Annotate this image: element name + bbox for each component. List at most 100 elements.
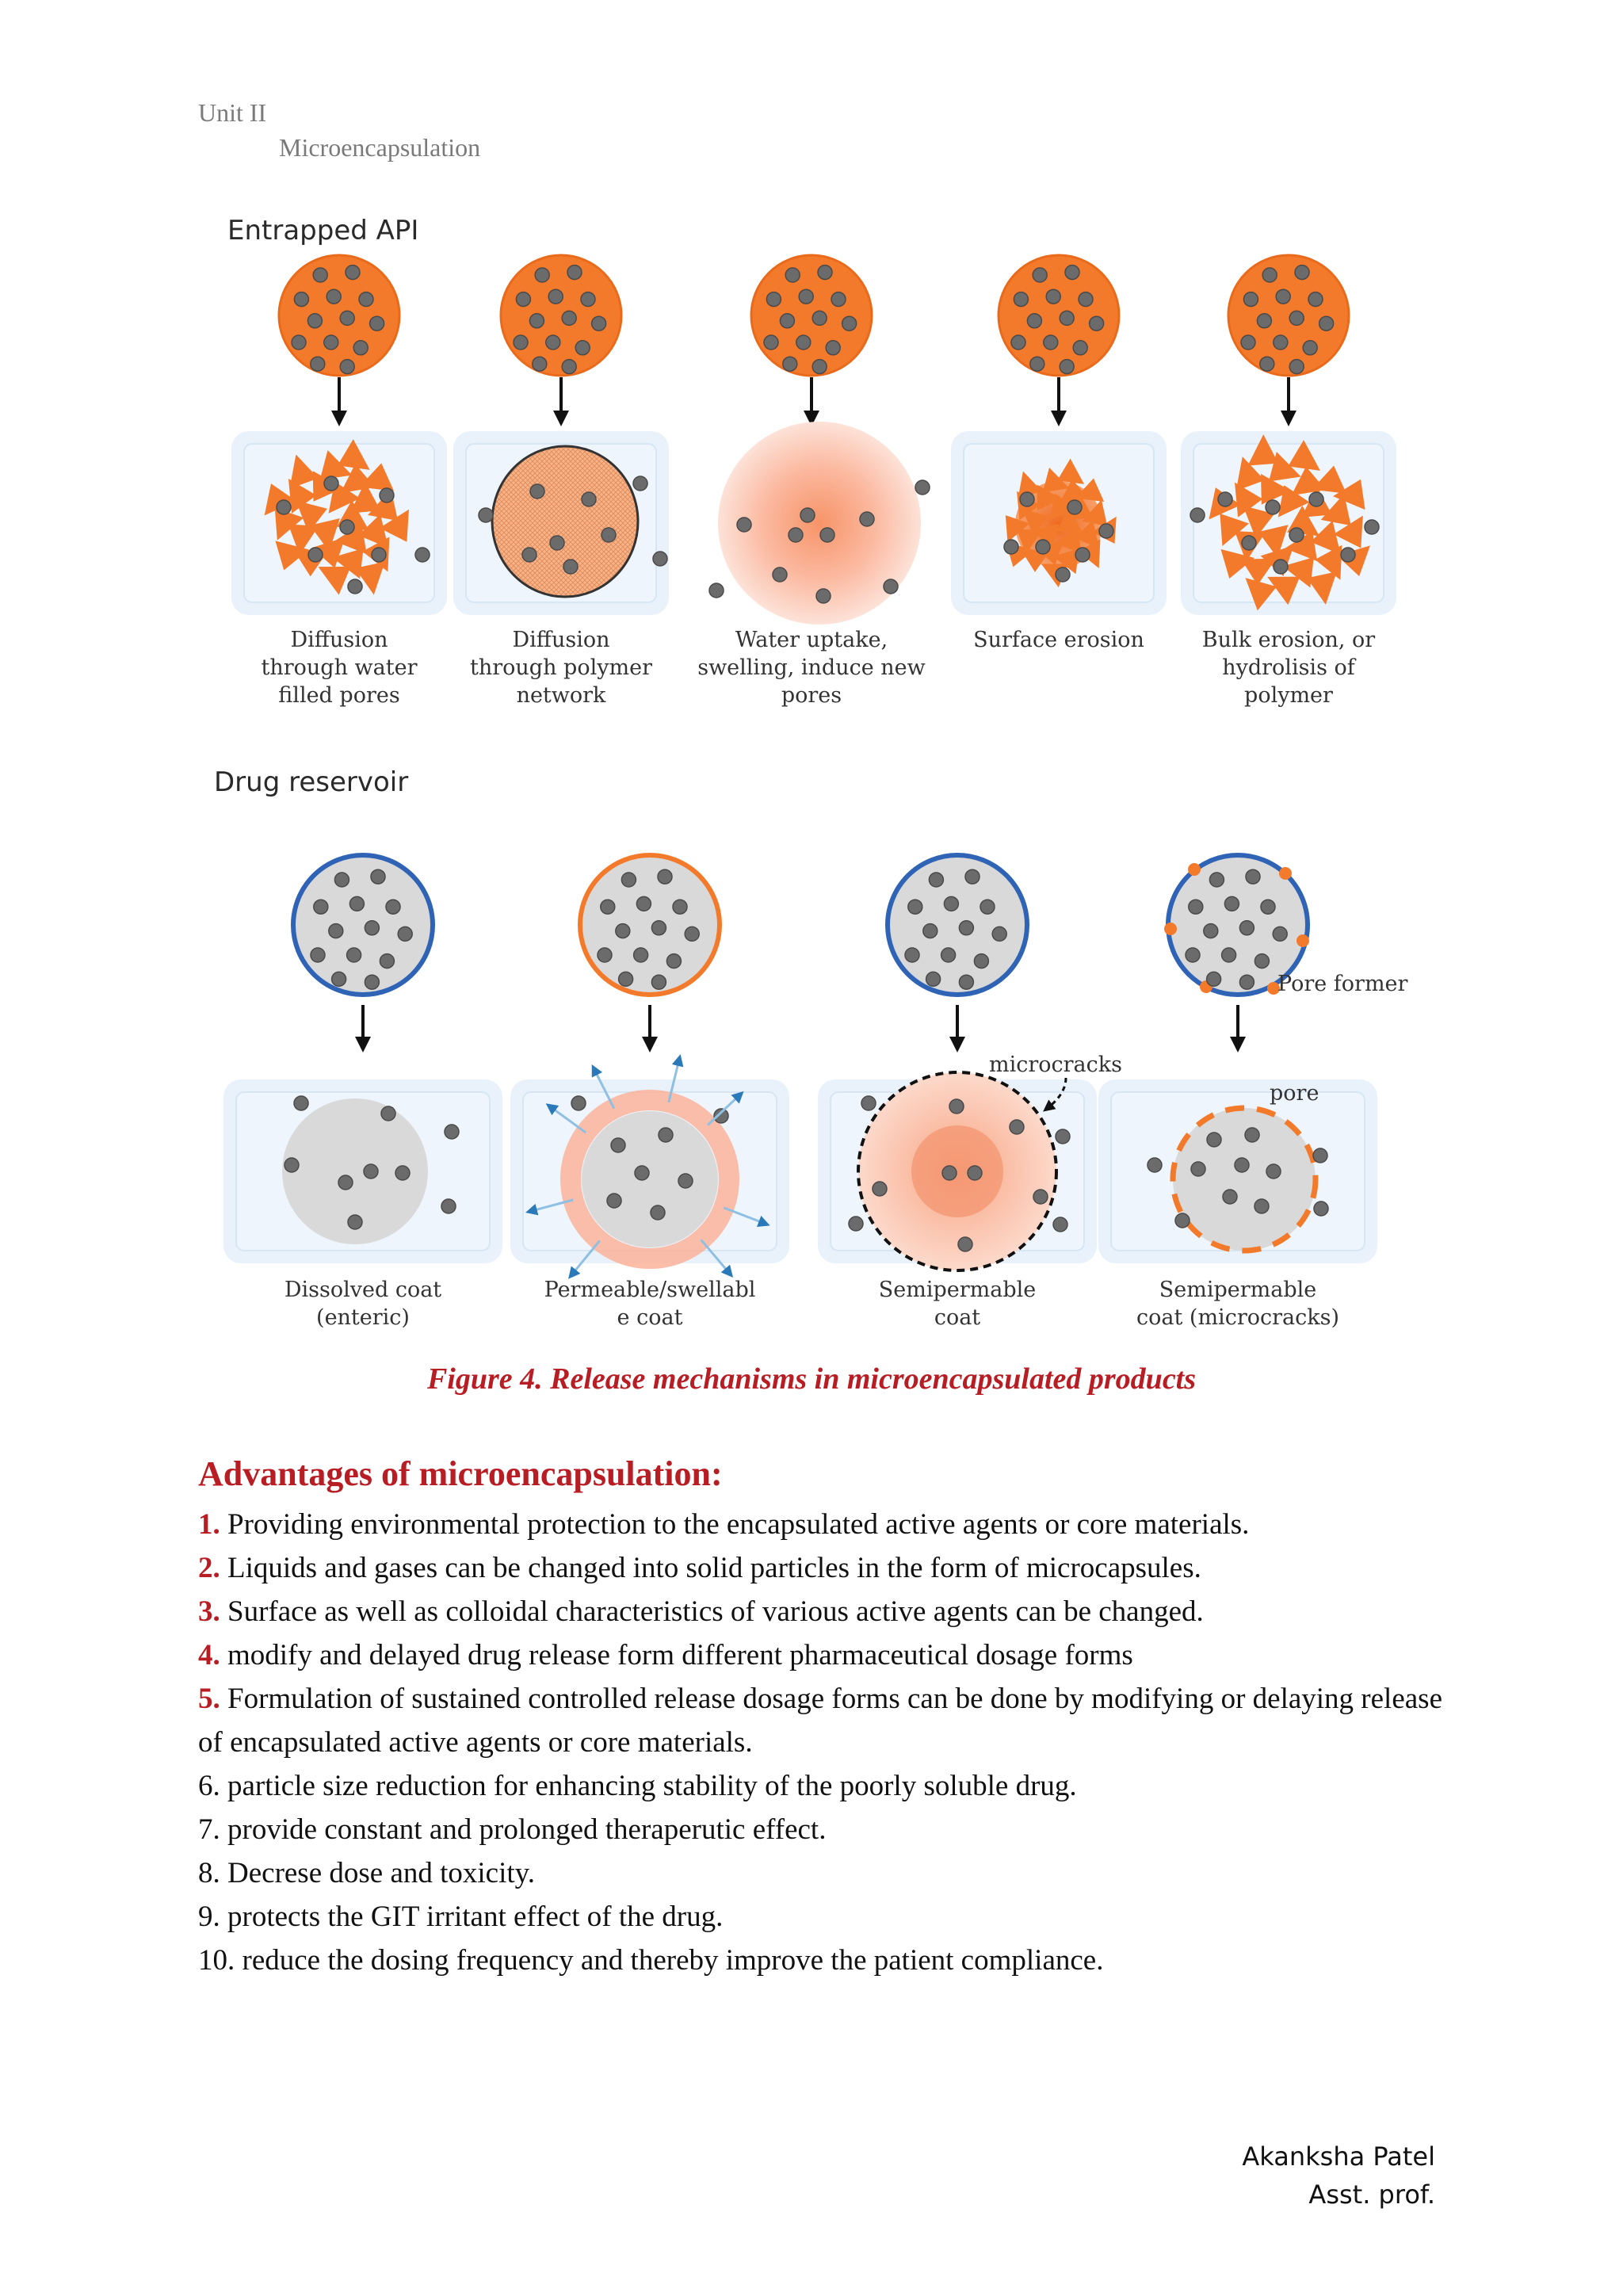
drug-particle xyxy=(841,315,857,331)
released-drug-particle xyxy=(1289,527,1304,543)
swelling-coat xyxy=(560,1090,739,1269)
drug-particle xyxy=(666,953,682,969)
drug-particle xyxy=(334,872,350,888)
drug-particle xyxy=(973,953,990,969)
released-drug-particle xyxy=(414,547,430,563)
released-drug-particle xyxy=(848,1216,864,1232)
polymer-fragment xyxy=(1057,458,1085,484)
released-drug-particle xyxy=(1217,491,1233,507)
drug-particle xyxy=(1205,971,1222,988)
advantage-item: 1. Providing environmental protection to… xyxy=(198,1503,1450,1546)
released-drug-particle xyxy=(581,491,597,507)
mechanism-label-line: Surface erosion xyxy=(973,628,1144,652)
polymer-fragment xyxy=(359,463,395,491)
drug-particle xyxy=(958,920,975,936)
released-drug-particle xyxy=(957,1236,973,1252)
release-mechanisms-figure: Entrapped API Drug reservoir Diffusionth… xyxy=(214,215,1408,1330)
drug-particle xyxy=(1188,899,1204,915)
released-drug-particle xyxy=(1035,539,1051,555)
advantage-text: 7. provide constant and prolonged therap… xyxy=(198,1813,827,1846)
released-drug-particle xyxy=(293,1095,309,1111)
diffusion-arrow xyxy=(545,1103,587,1134)
drug-particle xyxy=(364,974,380,990)
pore-former-spot xyxy=(1188,863,1201,876)
released-drug-particle xyxy=(652,551,668,567)
drug-particle xyxy=(310,947,326,963)
pore-former-spot xyxy=(1267,982,1280,995)
drug-particle xyxy=(1318,315,1335,331)
drug-particle xyxy=(922,923,938,939)
drug-particle xyxy=(567,264,582,281)
drug-particle xyxy=(1088,315,1105,331)
advantage-number: 2. xyxy=(198,1552,220,1584)
mechanism-label-line: through water xyxy=(262,655,418,680)
drug-particle xyxy=(617,971,634,988)
released-drug-particle xyxy=(872,1181,888,1197)
mechanism-label-line: network xyxy=(517,683,606,708)
author-role: Asst. prof. xyxy=(1308,2179,1435,2210)
drug-particle xyxy=(1245,869,1261,884)
drug-particle xyxy=(339,310,355,327)
microcracks-pointer xyxy=(1043,1077,1067,1112)
polymer-fragment xyxy=(264,483,296,516)
drug-particle xyxy=(684,926,700,942)
drug-particle xyxy=(831,291,846,308)
dissolved-core xyxy=(282,1098,428,1244)
released-drug-particle xyxy=(772,567,788,583)
polymer-fragment xyxy=(296,500,327,533)
drug-particle xyxy=(1064,264,1080,281)
polymer-fragment xyxy=(1235,482,1263,518)
polymer-fragment xyxy=(1075,478,1105,502)
mechanism-label-line: polymer xyxy=(1244,683,1333,708)
released-drug-particle xyxy=(1241,535,1257,551)
advantage-number: 4. xyxy=(198,1639,220,1671)
advantages-heading: Advantages of microencapsulation: xyxy=(198,1454,723,1493)
drug-particle xyxy=(904,947,920,963)
advantage-text: Providing environmental protection to th… xyxy=(220,1508,1250,1541)
advantage-item: 9. protects the GIT irritant effect of t… xyxy=(198,1895,1450,1939)
drug-particle xyxy=(1239,920,1255,936)
released-drug-particle xyxy=(1234,1157,1250,1173)
released-drug-particle xyxy=(1266,1163,1281,1179)
mechanism-label-line: Semipermable xyxy=(879,1278,1036,1302)
released-drug-particle xyxy=(815,588,831,604)
advantage-text: Liquids and gases can be changed into so… xyxy=(220,1552,1201,1584)
released-drug-particle xyxy=(606,1193,622,1209)
mechanism-label-line: Bulk erosion, or xyxy=(1202,628,1376,652)
polymer-fragment xyxy=(379,509,410,542)
polymer-fragment xyxy=(319,450,353,480)
diffusion-arrow xyxy=(667,1054,684,1103)
released-drug-particle xyxy=(1308,491,1324,507)
polymer-fragment xyxy=(288,478,317,514)
drug-particle xyxy=(615,923,631,939)
matrix-microsphere xyxy=(499,254,623,377)
drug-particle xyxy=(1240,334,1256,350)
advantage-item: 2. Liquids and gases can be changed into… xyxy=(198,1546,1450,1590)
polymer-fragment xyxy=(1054,528,1082,554)
released-drug-particle xyxy=(1019,491,1035,507)
reservoir-capsule xyxy=(885,853,1029,997)
drug-particle xyxy=(1209,872,1225,888)
drug-particle xyxy=(353,340,369,356)
advantage-text: Formulation of sustained controlled rele… xyxy=(198,1683,1442,1759)
released-drug-particle xyxy=(1340,547,1356,563)
drug-particle xyxy=(621,872,637,888)
entrapped-mechanism-4: Surface erosion xyxy=(951,254,1167,652)
mechanism-label-line: swelling, induce new xyxy=(697,655,926,680)
diffusion-arrow xyxy=(568,1240,601,1279)
released-drug-particle xyxy=(819,527,835,543)
drug-reservoir-row: Dissolved coat(enteric)Permeable/swellab… xyxy=(223,853,1377,1330)
drug-particle xyxy=(825,340,841,356)
mechanism-label-line: Permeable/swellabl xyxy=(544,1278,756,1302)
released-drug-particle xyxy=(380,1106,396,1121)
released-drug-particle xyxy=(347,579,363,594)
released-drug-particle xyxy=(1174,1213,1190,1228)
released-drug-particle xyxy=(1052,1217,1068,1232)
drug-particle xyxy=(779,313,796,329)
drug-particle xyxy=(1272,926,1288,942)
drug-particle xyxy=(349,896,365,912)
released-drug-particle xyxy=(276,499,292,515)
drug-particle xyxy=(369,315,385,331)
drug-particle xyxy=(1256,313,1273,329)
